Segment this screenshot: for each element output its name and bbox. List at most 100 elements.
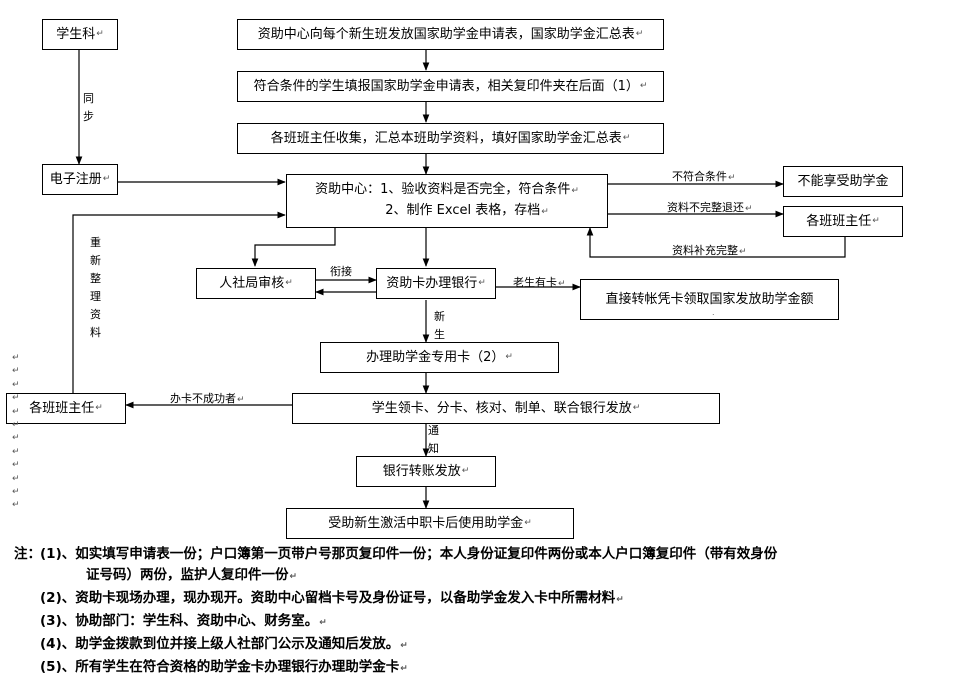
- label-chongxin-char: 新: [90, 254, 101, 267]
- box-center-line1: 资助中心：1、验收资料是否完全，符合条件: [315, 182, 571, 197]
- para-mark: ↵: [12, 393, 20, 404]
- para-mark: ↵: [872, 216, 880, 226]
- note-1-continued: 证号码）两份，监护人复印件一份↵: [14, 565, 954, 588]
- box-zizhu-center: 资助中心：1、验收资料是否完全，符合条件↵ 2、制作 Excel 表格，存档↵: [286, 174, 608, 228]
- box-step3-text: 各班班主任收集，汇总本班助学资料，填好国家助学金汇总表: [270, 131, 622, 146]
- box-jihuo: 受助新生激活中职卡后使用助学金↵: [286, 508, 574, 539]
- box-zhuanzhang-text: 银行转账发放: [382, 464, 461, 479]
- label-buchong: 资料补充完整↵: [672, 244, 747, 259]
- para-mark: ↵: [96, 29, 104, 39]
- note-1-cont-text: 证号码）两份，监护人复印件一份: [86, 567, 289, 583]
- label-tongzhi-char: 知: [428, 442, 439, 455]
- para-mark: ↵: [635, 29, 644, 39]
- box-ban-zhuren-right-text: 各班班主任: [806, 214, 872, 229]
- connector-return-loop: [586, 227, 846, 258]
- para-mark: ↵: [478, 278, 486, 288]
- notes-section: 注： (1)、如实填写申请表一份；户口簿第一页带户号那页复印件一份；本人身份证复…: [14, 544, 954, 680]
- para-mark: ↵: [12, 353, 20, 363]
- note-2: (2)、资助卡现场办理，现办现开。资助中心留档卡号及身份证号，以备助学金发入卡中…: [14, 588, 954, 611]
- label-buwanzheng-text: 资料不完整退还: [667, 201, 744, 214]
- box-buneng: 不能享受助学金: [783, 166, 903, 197]
- para-mark: ↵: [745, 204, 753, 214]
- box-step2-text: 符合条件的学生填报国家助学金申请表，相关复印件夹在后面（1）: [253, 79, 639, 94]
- para-mark: ↵: [632, 403, 641, 413]
- box-dianzi-zhuce: 电子注册↵: [42, 164, 118, 195]
- box-dianzi-zhuce-text: 电子注册: [49, 172, 102, 187]
- para-mark: ↵: [12, 500, 20, 511]
- note-1: 注： (1)、如实填写申请表一份；户口簿第一页带户号那页复印件一份；本人身份证复…: [14, 544, 954, 565]
- box-lingka: 学生领卡、分卡、核对、制单、联合银行发放↵: [292, 393, 720, 424]
- label-bufuhe-text: 不符合条件: [672, 170, 727, 183]
- label-xinsheng-char: 新: [434, 310, 445, 323]
- para-mark: ↵: [102, 174, 111, 184]
- label-tongbu: 同 步: [83, 92, 94, 124]
- para-mark: ↵: [616, 595, 624, 605]
- para-mark: ↵: [505, 352, 513, 362]
- box-zhijie: 直接转帐凭卡领取国家发放助学金额: [580, 279, 839, 320]
- box-ban-zhuren-right: 各班班主任↵: [783, 206, 903, 237]
- label-tongzhi: 通 知: [428, 424, 439, 456]
- para-mark: ↵: [622, 133, 631, 143]
- para-mark: ↵: [319, 618, 327, 628]
- para-mark: ↵: [12, 366, 20, 377]
- box-zhuanyongka: 办理助学金专用卡（2）↵: [320, 342, 559, 373]
- connector-center-to-renshe: [251, 228, 336, 267]
- para-mark: ↵: [461, 466, 470, 476]
- box-jihuo-text: 受助新生激活中职卡后使用助学金: [328, 516, 524, 531]
- margin-paragraph-marks: ↵ ↵ ↵ ↵ ↵ ↵ ↵ ↵ ↵ ↵ ↵ ↵: [12, 352, 22, 513]
- note-1-text: (1)、如实填写申请表一份；户口簿第一页带户号那页复印件一份；本人身份证复印件两…: [40, 546, 778, 562]
- para-mark: ↵: [12, 487, 20, 498]
- box-zhuanzhang: 银行转账发放↵: [356, 456, 496, 487]
- label-chongxin-zhengli: 重 新 整 理 资 料: [90, 236, 101, 340]
- box-lingka-text: 学生领卡、分卡、核对、制单、联合银行发放: [371, 401, 632, 416]
- label-laosheng: 老生有卡↵: [513, 276, 566, 291]
- note-2-text: (2)、资助卡现场办理，现办现开。资助中心留档卡号及身份证号，以备助学金发入卡中…: [40, 590, 616, 606]
- box-ban-zhuren-left-text: 各班班主任: [29, 401, 95, 416]
- box-center-line2: 2、制作 Excel 表格，存档: [385, 203, 541, 218]
- para-mark: ↵: [12, 473, 20, 484]
- para-mark: ↵: [558, 279, 566, 289]
- label-xinsheng-char: 生: [434, 328, 445, 341]
- label-tongbu-char: 步: [83, 110, 94, 123]
- label-buwanzheng: 资料不完整退还↵: [667, 201, 753, 216]
- note-3: (3)、协助部门：学生科、资助中心、财务室。↵: [14, 611, 954, 634]
- para-mark: ↵: [541, 207, 549, 217]
- para-mark: ↵: [571, 186, 579, 196]
- para-mark: ↵: [289, 572, 298, 582]
- label-xianjie-text: 衔接: [330, 265, 352, 278]
- box-banli-yinhang: 资助卡办理银行↵: [376, 268, 496, 299]
- label-buchong-text: 资料补充完整: [672, 244, 738, 257]
- label-chongxin-char: 理: [90, 290, 101, 303]
- para-mark: ↵: [12, 420, 20, 431]
- label-chongxin-char: 整: [90, 272, 101, 285]
- label-xinsheng: 新 生: [434, 310, 445, 342]
- para-mark: ↵: [12, 379, 20, 390]
- label-chongxin-char: 重: [90, 236, 101, 249]
- box-step1-text: 资助中心向每个新生班发放国家助学金申请表，国家助学金汇总表: [257, 27, 635, 42]
- para-mark: ↵: [400, 664, 408, 674]
- box-step2: 符合条件的学生填报国家助学金申请表，相关复印件夹在后面（1）↵: [237, 71, 664, 102]
- note-3-text: (3)、协助部门：学生科、资助中心、财务室。: [40, 613, 319, 629]
- para-mark: ↵: [12, 446, 20, 457]
- label-shibai: 办卡不成功者↵: [170, 392, 245, 407]
- para-mark: ↵: [95, 403, 103, 413]
- notes-prefix: 注：: [14, 546, 41, 562]
- label-xianjie: 衔接: [330, 265, 352, 278]
- box-zhijie-dot: .: [712, 308, 715, 317]
- para-mark: ↵: [739, 247, 747, 257]
- para-mark: ↵: [524, 518, 532, 528]
- note-4: (4)、助学金拨款到位并接上级人社部门公示及通知后发放。↵: [14, 634, 954, 657]
- box-buneng-text: 不能享受助学金: [797, 174, 889, 189]
- para-mark: ↵: [12, 406, 20, 417]
- label-laosheng-text: 老生有卡: [513, 276, 557, 289]
- box-renshe-text: 人社局审核: [219, 276, 285, 291]
- label-tongbu-char: 同: [83, 92, 94, 105]
- box-renshe: 人社局审核↵: [196, 268, 316, 299]
- para-mark: ↵: [12, 460, 20, 471]
- label-chongxin-char: 资: [90, 308, 101, 321]
- box-xueshengke-text: 学生科: [56, 27, 96, 42]
- label-tongzhi-char: 通: [428, 424, 439, 437]
- para-mark: ↵: [237, 395, 245, 405]
- box-xueshengke: 学生科↵: [42, 19, 118, 50]
